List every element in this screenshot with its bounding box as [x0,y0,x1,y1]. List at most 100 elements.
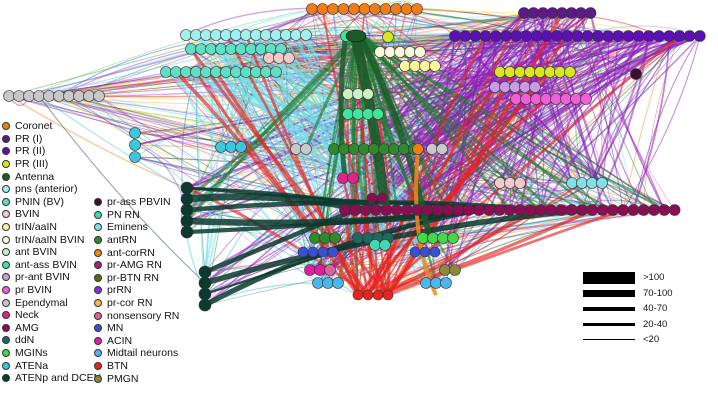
synapse-edge [28,95,613,211]
neuron-node [190,29,202,41]
neuron-node [53,90,65,102]
neuron-node [540,93,552,105]
legend-label: BVIN [15,208,40,221]
legend-swatch-icon [94,349,102,358]
neuron-node [500,30,512,42]
legend-left-item: Ependymal [2,296,101,309]
synapse-edge [338,39,348,179]
neuron-node [307,246,319,258]
neuron-node [409,60,421,72]
neuron-node [499,81,511,93]
neuron-node [347,172,359,184]
neuron-node [180,181,194,195]
synapse-edge [350,34,390,206]
legend-label: ant-ass BVIN [15,258,77,271]
synapse-edge [361,35,398,211]
neuron-node [304,264,316,276]
neuron-node [339,204,351,216]
legend-left-item: BVIN [2,208,101,221]
neuron-node [442,204,454,216]
neuron-node [380,204,393,216]
synapse-edge [18,95,354,179]
neuron-node [510,93,522,105]
legend-label: PR (II) [15,145,46,158]
neuron-node [400,204,413,216]
legend-swatch-icon [2,172,10,181]
legend-left-item: Neck [2,309,101,322]
synapse-edge [195,71,329,284]
legend-swatch-icon [2,374,10,383]
neuron-node [235,141,247,153]
legend-left-item: Antenna [2,170,101,183]
synapse-edge [98,95,222,148]
synapse-edge [319,209,655,271]
neuron-node [366,192,378,204]
weight-label: 40-70 [643,303,668,315]
legend-swatch-icon [2,235,10,244]
neuron-node [554,66,566,78]
legend-swatch-icon [2,286,10,295]
neuron-node [352,108,364,120]
synapse-edge [387,208,624,297]
neuron-node [273,52,285,64]
antenna-node [345,29,367,43]
neuron-node [317,246,329,258]
neuron-node [596,204,609,216]
neuron-node [319,232,331,244]
legend-mid-item: PMGN [94,372,179,385]
synapse-edge [591,35,640,184]
neuron-node [529,81,541,93]
legend-swatch-icon [2,147,10,156]
neuron-node [230,29,242,41]
neuron-node [561,30,574,42]
legend-left-item: MGINs [2,347,101,360]
neuron-node [372,108,384,120]
neuron-node [555,204,568,216]
neuron-node [180,192,194,206]
neuron-node [372,289,384,301]
neuron-node [570,93,582,105]
neuron-node [297,246,309,258]
neuron-node [404,46,416,58]
neuron-node [437,232,449,244]
legend-label: MN [107,322,124,335]
neuron-node [379,3,392,15]
neuron-node [504,66,516,78]
neuron-node [419,60,431,72]
neuron-node [129,151,141,163]
neuron-node [370,204,382,216]
neuron-node [398,143,410,155]
neuron-node [489,81,501,93]
neuron-node [534,204,547,216]
legend-swatch-icon [2,197,10,206]
legend-swatch-icon [94,336,102,345]
neuron-node [663,30,676,42]
weight-legend-row: <20 [583,332,673,348]
legend-mid-item: MN [94,322,179,335]
neuron-node [545,204,557,216]
neuron-node [200,29,212,41]
neuron-node [337,3,350,15]
legend-label: pr BVIN [15,284,52,297]
neuron-node [327,3,339,15]
neuron-node [190,66,202,78]
neuron-node [352,232,364,244]
neuron-node [337,172,349,184]
neuron-node [260,66,272,78]
weight-legend-row: 40-70 [583,301,673,317]
neuron-node [215,43,227,55]
neuron-node [73,90,85,102]
neuron-node [429,60,441,72]
legend-label: PMGN [107,372,139,385]
synapse-edge [18,8,334,97]
synapse-edge [134,93,359,134]
neuron-node [255,43,267,55]
neuron-node [270,66,282,78]
neuron-node [560,93,572,105]
legend-mid-item: PN RN [94,209,179,222]
synapse-edge [214,71,370,296]
neuron-node [440,277,452,289]
neuron-node [591,30,604,42]
legend-label: PN RN [107,208,140,221]
